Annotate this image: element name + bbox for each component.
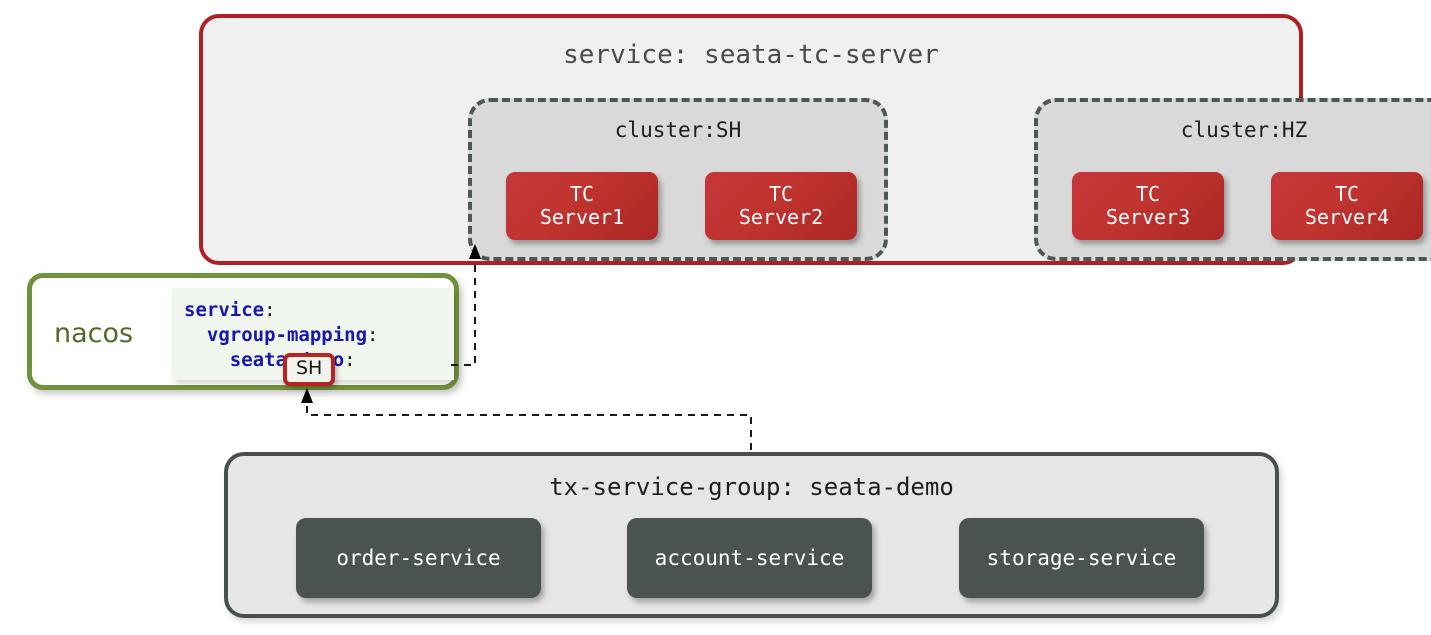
yaml-punct: :: [264, 299, 276, 321]
arrowhead-txgroup-to-nacos: [301, 388, 313, 403]
tc-server-node[interactable]: TC Server3: [1072, 172, 1224, 240]
yaml-key: service: [184, 299, 265, 321]
tc-server-node[interactable]: TC Server4: [1271, 172, 1423, 240]
microservice-node-storage[interactable]: storage-service: [959, 518, 1204, 598]
tc-server-node[interactable]: TC Server1: [506, 172, 658, 240]
microservice-label: storage-service: [986, 546, 1177, 570]
nacos-container: nacos service: vgroup-mapping: seata-dem…: [27, 273, 459, 390]
tc-node-line2: Server4: [1304, 205, 1390, 229]
tx-service-group-container: tx-service-group: seata-demo order-servi…: [224, 452, 1279, 618]
yaml-punct: :: [367, 324, 379, 346]
tc-node-line1: TC: [1334, 182, 1360, 207]
yaml-key: vgroup-mapping: [206, 324, 368, 346]
microservice-label: order-service: [336, 546, 501, 570]
cluster-title-hz: cluster:HZ: [1180, 118, 1308, 142]
microservice-node-account[interactable]: account-service: [627, 518, 872, 598]
tc-node-line2: Server2: [738, 205, 824, 229]
cluster-box-sh: cluster:SH TC Server1 TC Server2: [468, 98, 888, 261]
microservice-label: account-service: [654, 546, 845, 570]
tc-node-line2: Server3: [1105, 205, 1191, 229]
tx-service-group-title: tx-service-group: seata-demo: [549, 473, 954, 501]
yaml-line: vgroup-mapping:: [184, 323, 454, 348]
vgroup-mapping-value-badge[interactable]: SH: [283, 353, 336, 386]
nacos-label: nacos: [54, 318, 134, 349]
microservice-node-order[interactable]: order-service: [296, 518, 541, 598]
yaml-punct: :: [344, 349, 356, 371]
tc-node-line1: TC: [1135, 182, 1161, 207]
tc-node-line1: TC: [768, 182, 794, 207]
service-title: service: seata-tc-server: [563, 40, 939, 70]
tc-node-line2: Server1: [539, 205, 625, 229]
tc-server-node[interactable]: TC Server2: [705, 172, 857, 240]
cluster-box-hz: cluster:HZ TC Server3 TC Server4: [1034, 98, 1431, 261]
yaml-line: service:: [184, 298, 454, 323]
service-container: service: seata-tc-server cluster:SH TC S…: [199, 14, 1431, 265]
connector-txgroup-to-nacos: [306, 402, 752, 450]
tc-node-line1: TC: [569, 182, 595, 207]
cluster-title-sh: cluster:SH: [614, 118, 742, 142]
